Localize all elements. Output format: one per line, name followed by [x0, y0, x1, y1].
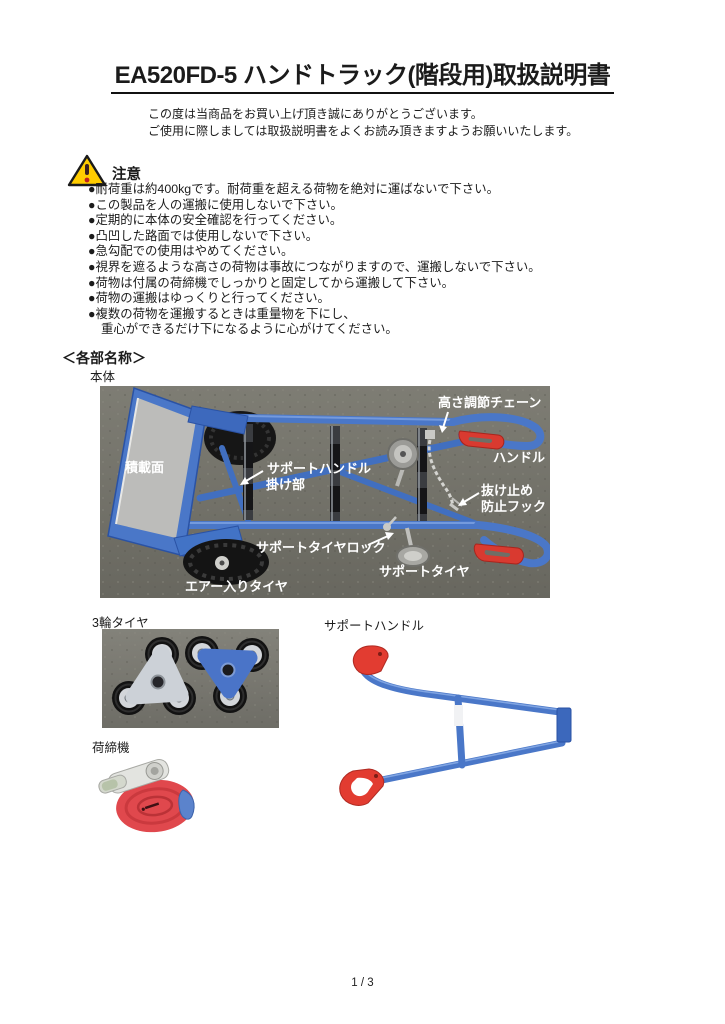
intro-line-2: ご使用に際しましては取扱説明書をよくお読み頂きますようお願いいたします。: [148, 123, 579, 138]
load-binder-photo: [95, 756, 210, 841]
tube-label-band: [454, 705, 463, 726]
main-unit-photo: 高さ調節チェーン ハンドル 積載面 サポートハンドル 掛け部 抜け止め 防止フッ…: [100, 386, 552, 603]
warning-item: ●荷物の運搬はゆっくりと行ってください。: [88, 291, 330, 306]
support-handle-grip-top: [352, 645, 389, 675]
label-load-surface: 積載面: [124, 460, 164, 475]
ratchet-buckle: [98, 758, 170, 794]
support-tire-lock: [383, 516, 397, 531]
tri-wheel-photo: [102, 629, 279, 733]
warning-list: ●耐荷重は約400kgです。耐荷重を超える荷物を絶対に運ばないで下さい。 ●この…: [88, 182, 541, 338]
page-number: 1 / 3: [351, 977, 374, 989]
handle-loop-bottom: [473, 521, 552, 568]
load-plate: [107, 386, 249, 557]
tri-wheel-right: [185, 636, 269, 713]
support-tire-rear: [387, 438, 419, 487]
parts-heading: ＜各部名称＞: [62, 350, 146, 366]
warning-item-continuation: 重心ができるだけ下になるように心がけてください。: [101, 322, 398, 337]
photo-callouts: 高さ調節チェーン ハンドル 積載面 サポートハンドル 掛け部 抜け止め 防止フッ…: [124, 395, 546, 594]
warning-item: ●複数の荷物を運搬するときは重量物を下にし、: [88, 306, 356, 321]
intro-text: この度は当商品をお買い上げ頂き誠にありがとうございます。 ご使用に際しましては取…: [148, 106, 578, 139]
strap-label: 荷締機: [92, 741, 130, 755]
label-support-handle-hook: サポートハンドル: [267, 461, 371, 476]
warning-item: ●定期的に本体の安全確認を行ってください。: [88, 213, 343, 228]
label-handle: ハンドル: [493, 450, 545, 465]
label-height-chain: 高さ調節チェーン: [438, 395, 541, 410]
warning-item: ●荷物は付属の荷締機でしっかりと固定してから運搬して下さい。: [88, 275, 455, 290]
warning-triangle-icon: [67, 154, 107, 193]
label-support-tire-lock: サポートタイヤロック: [256, 540, 386, 555]
body-photo-label: 本体: [90, 370, 116, 384]
tri-wheel-left: [112, 637, 196, 715]
warning-item: ●凸凹した路面では使用しないで下さい。: [88, 228, 319, 243]
warning-item: ●視界を遮るような高さの荷物は事故につながりますので、運搬しないで下さい。: [88, 259, 541, 274]
tri-wheel-label: 3輪タイヤ: [92, 616, 149, 630]
label-support-handle-hook-2: 掛け部: [266, 477, 305, 492]
warning-item: ●急勾配での使用はやめてください。: [88, 244, 294, 259]
warning-heading: 注意: [112, 167, 141, 183]
title-area: EA520FD-5 ハンドトラック(階段用)取扱説明書: [0, 55, 725, 94]
label-stopper-2: 防止フック: [481, 499, 546, 514]
support-handle-label: サポートハンドル: [324, 619, 425, 633]
handle-loop-top: [449, 413, 545, 451]
frame-rungs: [243, 424, 427, 522]
warning-item: ●この製品を人の運搬に使用しないで下さい。: [88, 197, 343, 212]
support-tire: [396, 527, 430, 567]
label-stopper: 抜け止め: [481, 483, 533, 498]
label-support-tire: サポートタイヤ: [379, 564, 470, 579]
strap-coil: [116, 779, 194, 833]
strap-tail: [178, 789, 195, 820]
support-handle-grip-bottom: [339, 768, 385, 806]
air-tire: [183, 539, 269, 585]
page-title: EA520FD-5 ハンドトラック(階段用)取扱説明書: [110, 55, 615, 94]
mount-bracket: [556, 707, 572, 743]
label-air-tire: エアー入りタイヤ: [185, 579, 288, 594]
support-handle-photo: [305, 637, 595, 867]
warning-item: ●耐荷重は約400kgです。耐荷重を超える荷物を絶対に運ばないで下さい。: [88, 182, 499, 196]
intro-line-1: この度は当商品をお買い上げ頂き誠にありがとうございます。: [148, 107, 483, 121]
